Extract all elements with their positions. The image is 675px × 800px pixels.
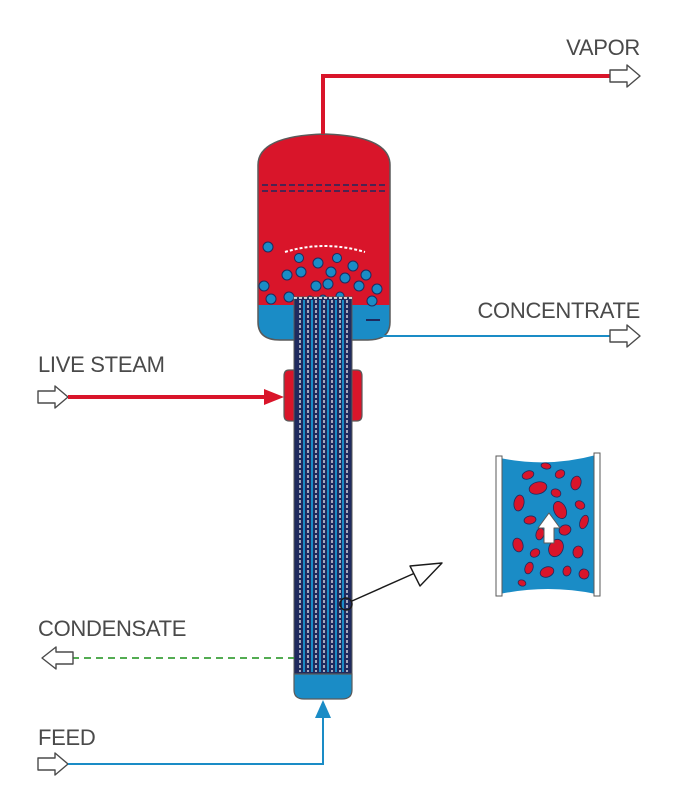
vapor-slugs bbox=[512, 462, 590, 587]
spray-deflector bbox=[284, 245, 366, 253]
feed-label: FEED bbox=[38, 725, 95, 750]
live-steam-label: LIVE STEAM bbox=[38, 352, 165, 377]
live-steam-inlet-arrow-icon bbox=[37, 385, 69, 409]
tube-inset-right-wall bbox=[593, 452, 601, 597]
feed-inlet-line bbox=[37, 700, 331, 776]
feed-inlet-arrow-icon bbox=[37, 752, 69, 776]
vapor-label: VAPOR bbox=[566, 35, 640, 60]
separator-outline bbox=[257, 133, 391, 341]
detail-focus-circle bbox=[339, 597, 353, 611]
live-steam-flow-arrowhead bbox=[264, 389, 284, 405]
detail-callout-pointer bbox=[339, 562, 443, 611]
vapor-outlet-line bbox=[321, 64, 641, 134]
upflow-arrow-icon bbox=[537, 512, 561, 544]
condensate-label: CONDENSATE bbox=[38, 616, 186, 641]
separator-vessel bbox=[257, 133, 391, 341]
calandria-tube-bundle bbox=[293, 296, 353, 676]
vapor-outlet-arrow-icon bbox=[609, 64, 641, 88]
condensate-outlet-arrow-icon bbox=[41, 646, 74, 670]
concentrate-outlet-line bbox=[380, 324, 641, 348]
separator-red-body bbox=[258, 134, 390, 305]
live-steam-inlet-line bbox=[37, 385, 284, 409]
concentrate-label: CONCENTRATE bbox=[477, 298, 640, 323]
vapor-bubbles bbox=[258, 241, 383, 307]
tube-detail-inset bbox=[495, 452, 601, 597]
concentrate-outlet-arrow-icon bbox=[609, 324, 641, 348]
tube-inset-left-wall bbox=[495, 455, 503, 597]
condensate-outlet-line bbox=[41, 646, 294, 670]
feed-flow-arrowhead bbox=[315, 700, 331, 718]
detail-pointer-arrow-icon bbox=[409, 562, 443, 587]
bottom-chamber bbox=[293, 673, 353, 700]
